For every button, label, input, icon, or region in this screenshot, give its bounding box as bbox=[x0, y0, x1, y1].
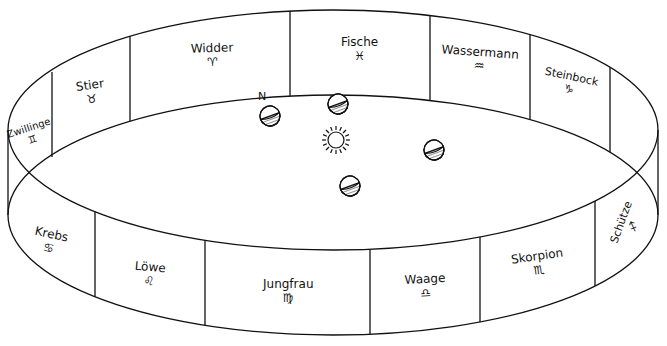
zodiac-panel: Wassermann♒ bbox=[440, 43, 519, 76]
sign-symbol: ♍ bbox=[263, 292, 313, 306]
sign-symbol: ♌ bbox=[133, 273, 165, 289]
sign-symbol: ♈ bbox=[191, 55, 234, 70]
sign-name: Waage bbox=[404, 272, 445, 288]
north-label: N bbox=[258, 91, 266, 102]
zodiac-panel: Schütze♐ bbox=[609, 200, 648, 250]
sign-name: Jungfrau bbox=[263, 278, 313, 292]
zodiac-panel: Skorpion♏ bbox=[510, 246, 566, 281]
zodiac-panel: Zwillinge♊ bbox=[6, 116, 56, 152]
sign-name: Löwe bbox=[134, 260, 166, 276]
sign-name: Widder bbox=[191, 41, 234, 56]
zodiac-panel: Widder♈ bbox=[191, 41, 234, 70]
zodiac-panel: Steinbock♑ bbox=[541, 66, 599, 102]
sign-symbol: ♎ bbox=[405, 286, 446, 302]
sign-symbol: ♓ bbox=[341, 50, 378, 64]
zodiac-panel: Jungfrau♍ bbox=[263, 278, 313, 306]
zodiac-panel: Löwe♌ bbox=[133, 260, 166, 290]
zodiac-panel: Fische♓ bbox=[341, 36, 378, 64]
sign-name: Fische bbox=[341, 36, 378, 50]
zodiac-panel: Krebs♋ bbox=[31, 225, 70, 259]
zodiac-panel: Stier♉ bbox=[75, 77, 107, 108]
zodiac-panel: Waage♎ bbox=[404, 272, 446, 302]
